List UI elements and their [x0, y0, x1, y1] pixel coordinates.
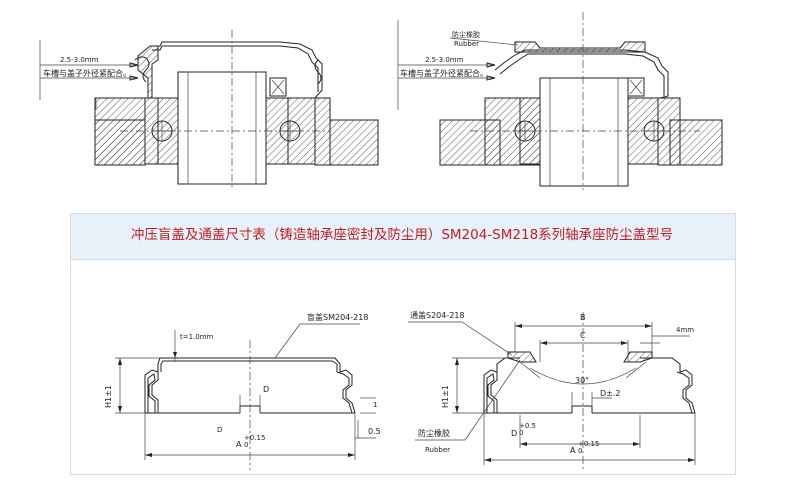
- cover-wave-left: [134, 56, 150, 83]
- set-screw: [269, 77, 287, 97]
- blind-top: [157, 357, 341, 372]
- housing-right-base-r: [669, 119, 723, 166]
- dim-text-left: 2.5-3.0mm: [60, 56, 99, 64]
- blind-dim-05: 0.5: [368, 427, 381, 436]
- through-4mm: 4mm: [676, 326, 694, 334]
- drawing-panel: [70, 258, 736, 475]
- through-rubber-label: Rubber: [425, 446, 450, 454]
- rubber-seal: [514, 41, 646, 53]
- dim-text-right: 2.5-3.0mm: [425, 56, 464, 64]
- blind-a-tol-low: 0: [244, 441, 248, 449]
- through-a-tol-low: 0: [578, 447, 582, 455]
- assembly-left: [39, 30, 379, 188]
- shaft-r: [539, 77, 629, 187]
- blind-a-tol: +0.15: [244, 434, 265, 442]
- blind-d-label: D: [263, 385, 269, 394]
- rubber-label-top: Rubber: [454, 40, 479, 48]
- title-banner: [70, 213, 736, 260]
- blind-small-d: D: [217, 426, 222, 434]
- through-dd-label: D: [511, 429, 517, 438]
- through-d2-label: D±.2: [600, 389, 621, 398]
- through-a-label: A: [570, 446, 576, 455]
- through-top-right: [640, 357, 681, 372]
- blind-cover-name: 盲盖SM204-218: [307, 312, 368, 322]
- blind-h-label: H1±1: [104, 385, 113, 408]
- set-screw-r: [627, 77, 645, 97]
- blind-small-1: 1: [373, 401, 377, 409]
- note-right: 车槽与盖子外径紧配合。: [400, 68, 488, 78]
- rubber-left: [507, 351, 537, 363]
- through-dd-tol-low: 0: [519, 429, 523, 437]
- through-dust-label: 防尘橡胶: [418, 428, 450, 438]
- rubber-right: [623, 351, 653, 363]
- through-cover-drawing: [408, 312, 696, 470]
- page-title: 冲压盲盖及通盖尺寸表（铸造轴承座密封及防尘用）SM204-SM218系列轴承座防…: [130, 227, 674, 243]
- through-cover-name: 通盖S204-218: [410, 310, 465, 320]
- housing-left-base-r: [439, 119, 501, 166]
- through-b-label: B: [580, 313, 586, 322]
- shaft: [177, 71, 267, 185]
- through-dd-tol: +0.5: [519, 422, 536, 430]
- assembly-right: [397, 12, 723, 190]
- through-c-label: C: [580, 331, 586, 340]
- note-left: 车槽与盖子外径紧配合。: [43, 68, 131, 78]
- housing-right-wall: [314, 97, 331, 166]
- through-h-label: H1±1: [441, 385, 450, 408]
- blind-cover-drawing: [115, 323, 376, 470]
- housing-left-base: [94, 119, 146, 166]
- blind-a-label: A: [236, 440, 242, 449]
- dust-label-top: 防尘橡胶: [452, 30, 480, 39]
- blind-right-wall: [339, 369, 356, 414]
- through-right-wall: [679, 369, 696, 414]
- cover-inner: [152, 45, 319, 92]
- cover-outline-r: [494, 49, 669, 99]
- blind-thickness: t=1.0mm: [180, 333, 214, 341]
- cover-outline: [150, 41, 323, 99]
- blind-left-wall: [144, 369, 159, 413]
- housing-right-base: [329, 119, 379, 166]
- through-angle: 30°: [575, 376, 589, 385]
- cover-wave-right: [314, 59, 322, 85]
- through-a-tol: +0.15: [578, 440, 599, 448]
- through-left-wall: [483, 369, 498, 413]
